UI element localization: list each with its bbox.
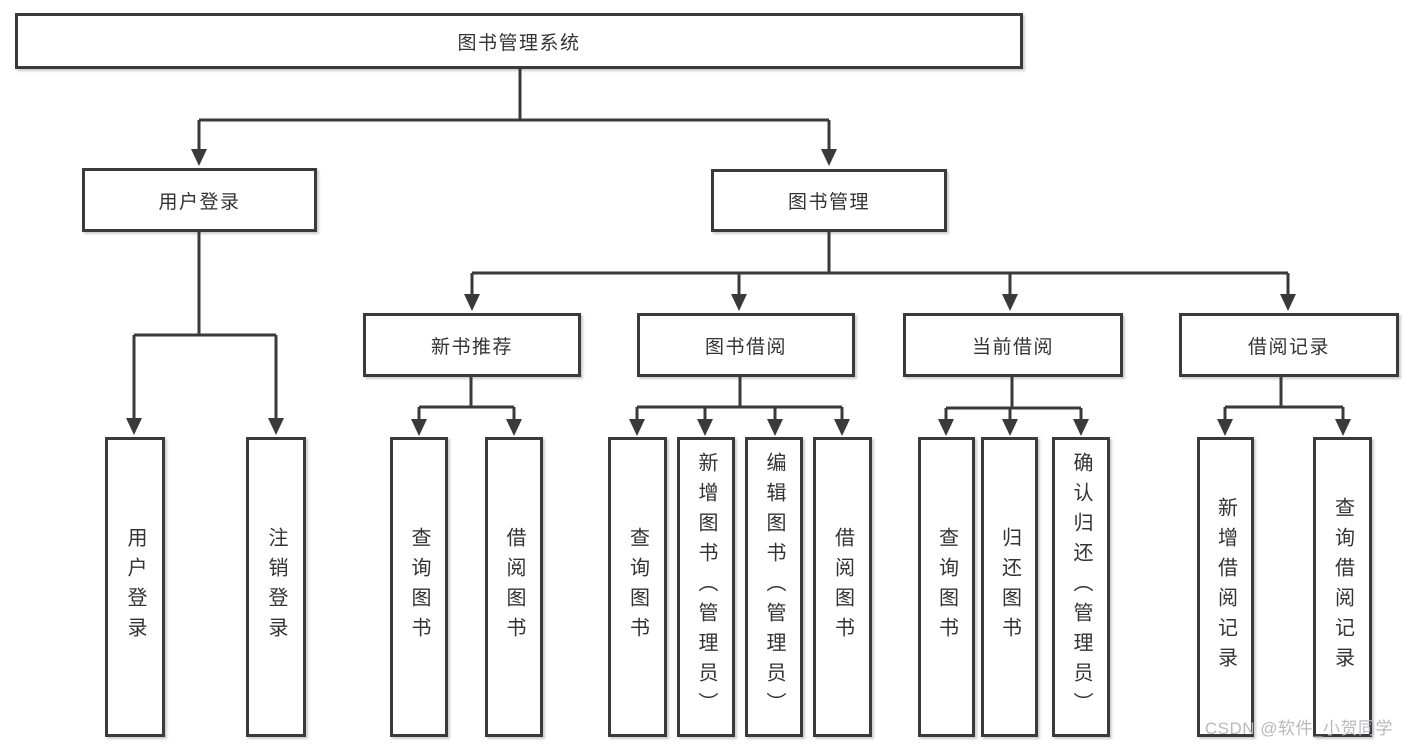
node-current-borrow: 当前借阅 [903, 313, 1123, 377]
node-new-book-recommend-label: 新书推荐 [430, 336, 513, 358]
node-borrow-records-label: 借阅记录 [1247, 336, 1330, 358]
leaf-borrow-borrow-books-label: 借阅图书 [831, 527, 854, 647]
leaf-records-add-record-label: 新增借阅记录 [1214, 497, 1237, 677]
leaf-user-login-label: 用户登录 [124, 527, 146, 647]
node-user-login-label: 用户登录 [158, 191, 241, 213]
node-book-management-label: 图书管理 [787, 192, 870, 213]
node-new-book-recommend: 新书推荐 [363, 313, 581, 377]
leaf-borrow-add-books-label: 新增图书（管理员） [695, 452, 717, 722]
node-current-borrow-label: 当前借阅 [971, 336, 1054, 358]
leaf-borrow-query-books: 查询图书 [608, 437, 667, 737]
leaf-user-login: 用户登录 [105, 437, 165, 737]
leaf-borrow-query-books-label: 查询图书 [626, 527, 649, 647]
leaf-current-return-books-label: 归还图书 [998, 527, 1021, 647]
watermark: CSDN @软件_小贺同学 [1204, 719, 1393, 738]
node-book-management: 图书管理 [711, 169, 947, 232]
leaf-borrow-borrow-books: 借阅图书 [813, 437, 872, 737]
leaf-records-query-record: 查询借阅记录 [1313, 437, 1372, 737]
leaf-borrow-add-books: 新增图书（管理员） [677, 437, 735, 737]
leaf-current-query-books: 查询图书 [918, 437, 975, 737]
leaf-current-confirm-return: 确认归还（管理员） [1052, 437, 1110, 737]
node-root-label: 图书管理系统 [457, 32, 581, 54]
node-borrow-records: 借阅记录 [1179, 313, 1399, 377]
leaf-recommend-query-books: 查询图书 [390, 437, 448, 737]
leaf-borrow-edit-books: 编辑图书（管理员） [745, 437, 803, 737]
leaf-recommend-borrow-books: 借阅图书 [485, 437, 543, 737]
leaf-borrow-edit-books-label: 编辑图书（管理员） [763, 452, 785, 722]
leaf-records-add-record: 新增借阅记录 [1197, 437, 1254, 737]
node-book-borrow-label: 图书借阅 [704, 336, 787, 358]
leaf-recommend-query-books-label: 查询图书 [408, 527, 430, 647]
leaf-recommend-borrow-books-label: 借阅图书 [503, 527, 525, 647]
leaf-records-query-record-label: 查询借阅记录 [1331, 497, 1354, 677]
leaf-current-confirm-return-label: 确认归还（管理员） [1070, 452, 1092, 722]
node-book-borrow: 图书借阅 [637, 313, 855, 377]
leaf-logout: 注销登录 [246, 437, 306, 737]
node-user-login: 用户登录 [82, 168, 317, 232]
leaf-logout-label: 注销登录 [265, 527, 287, 647]
leaf-current-query-books-label: 查询图书 [935, 527, 958, 647]
leaf-current-return-books: 归还图书 [981, 437, 1038, 737]
node-root: 图书管理系统 [15, 13, 1023, 69]
